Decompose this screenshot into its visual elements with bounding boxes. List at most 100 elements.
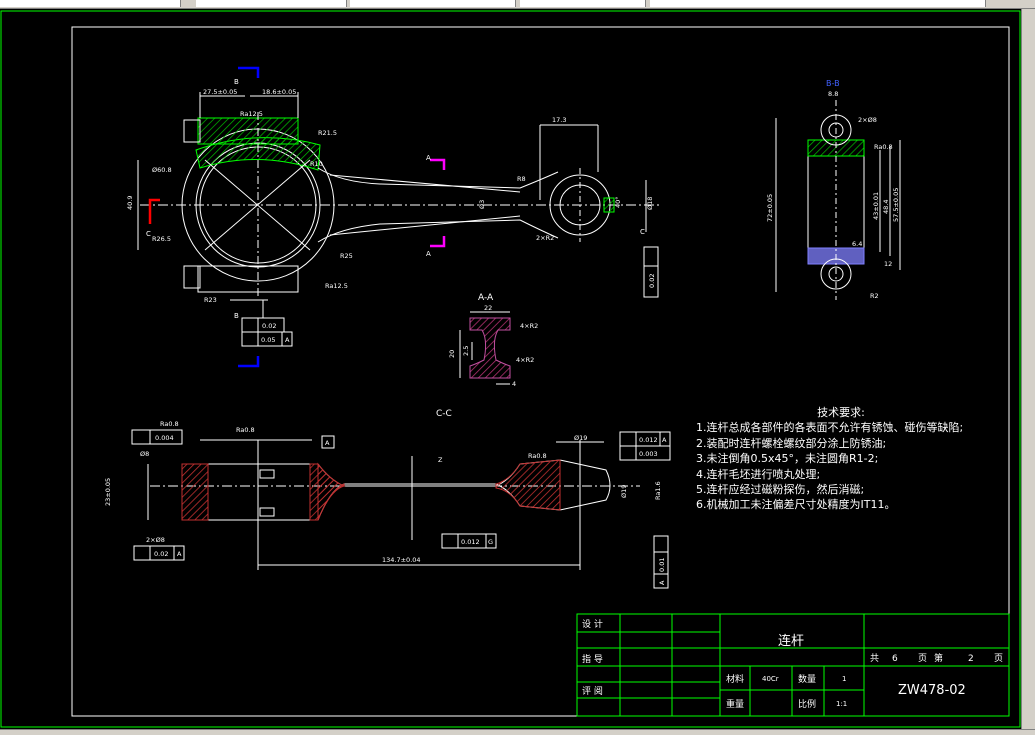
drawing-number: ZW478-02: [898, 683, 966, 698]
roughness-text: Ra12.5: [240, 110, 263, 118]
title-row-label: 指 导: [582, 653, 603, 665]
notes-title: 技术要求:: [817, 406, 865, 419]
dim-text: 2×R2: [536, 234, 554, 242]
section-markers: [148, 66, 446, 368]
dim-text: R2: [870, 292, 879, 300]
dim-text: 22: [484, 304, 492, 312]
main-view-labels: 27.5±0.05 18.6±0.05 R21.5 R10 R26.5 R23 …: [126, 78, 656, 344]
status-strip: [0, 729, 1035, 735]
dim-text: 2×Ø8: [858, 116, 877, 124]
dim-text: 40.9: [126, 196, 134, 210]
tolerance-value: 0.05: [261, 336, 275, 344]
dim-text: Ø60.8: [152, 166, 172, 174]
part-name: 连杆: [778, 633, 804, 649]
dim-text: 2.5: [462, 346, 470, 356]
technical-notes: 技术要求: 1.连杆总成各部件的各表面不允许有锈蚀、碰伤等缺陷; 2.装配时连杆…: [696, 405, 1026, 513]
weight-label: 重量: [726, 698, 744, 710]
dim-text: Z: [438, 456, 443, 464]
material-value: 40Cr: [762, 675, 779, 683]
scale-value: 1:1: [836, 700, 847, 708]
roughness-text: Ra0.8: [160, 420, 179, 428]
total-pages: 6: [892, 654, 898, 664]
note-line: 3.未注倒角0.5x45°，未注圆角R1-2;: [696, 452, 879, 466]
page-unit: 页: [994, 653, 1003, 664]
view-title: A-A: [478, 293, 494, 303]
roughness-text: Ra12.5: [325, 282, 348, 290]
dim-text: R10: [310, 160, 323, 168]
tolerance-value: 0.02: [648, 274, 656, 288]
dim-text: R8: [517, 175, 526, 183]
sheet-frame: [71, 26, 1010, 717]
tolerance-value: 0.02: [154, 550, 168, 558]
qty-value: 1: [842, 675, 846, 683]
dim-text: R26.5: [152, 235, 171, 243]
dim-text: 23±0.05: [104, 478, 112, 506]
dim-text: 8.8: [828, 90, 838, 98]
note-line: 5.连杆应经过磁粉探伤，然后消磁;: [696, 483, 865, 497]
section-letter: B: [234, 312, 239, 320]
view-title: C-C: [436, 409, 452, 419]
section-aa: A-A 22 4×R2 20 2.5 4×R2 4: [448, 293, 538, 388]
datum-letter: A: [658, 580, 666, 585]
sheet-number: 2: [968, 654, 974, 664]
section-letter: A: [426, 250, 431, 258]
toolbar-field[interactable]: [196, 0, 347, 7]
title-row-label: 设 计: [582, 618, 603, 630]
window-toolbar-strip: [0, 0, 1035, 9]
dim-text: 4×R2: [516, 356, 534, 364]
page-unit: 页: [918, 653, 927, 664]
dim-text: 20: [448, 350, 456, 358]
dim-text: Ø18: [646, 197, 654, 210]
dim-text: 48.4: [882, 200, 890, 214]
dim-text: 4: [512, 380, 516, 388]
note-line: 1.连杆总成各部件的各表面不允许有锈蚀、碰伤等缺陷;: [696, 421, 964, 435]
tolerance-value: 0.02: [262, 322, 276, 330]
total-pages-label: 共: [870, 653, 879, 664]
dim-text: 2×Ø8: [146, 536, 165, 544]
dim-text: 18.6±0.05: [262, 88, 296, 96]
drawing-canvas[interactable]: 27.5±0.05 18.6±0.05 R21.5 R10 R26.5 R23 …: [0, 9, 1021, 729]
section-cc: C-C Ra0.8 0.004 A Ra0.8 Ø8 23±0.05 2×Ø8 …: [104, 409, 671, 589]
title-block-text: 设 计 指 导 评 阅 连杆 材料 40Cr 数量 1 重量 比例 1:1 共 …: [582, 618, 1003, 710]
vertical-scrollbar[interactable]: [1021, 9, 1035, 729]
roughness-text: Ra0.8: [528, 452, 547, 460]
roughness-text: Ra0.8: [874, 143, 893, 151]
dim-text: 17.3: [552, 116, 566, 124]
dim-text: 43±0.01: [872, 192, 880, 220]
roughness-text: Ra1.6: [654, 481, 662, 500]
dim-text: R25: [340, 252, 353, 260]
note-line: 4.连杆毛坯进行喷丸处理;: [696, 467, 821, 481]
dim-text: R23: [204, 296, 217, 304]
drawing-sheet: 27.5±0.05 18.6±0.05 R21.5 R10 R26.5 R23 …: [0, 10, 1021, 728]
dim-text: 134.7±0.04: [382, 556, 421, 564]
dim-text: Ø19: [574, 434, 587, 442]
dim-text: 12: [884, 260, 892, 268]
toolbar-field[interactable]: [650, 0, 986, 7]
dim-text: 6.4: [852, 240, 862, 248]
dim-text: 27.5±0.05: [203, 88, 237, 96]
tolerance-value: 0.012: [461, 538, 480, 546]
dim-text: 4×R2: [520, 322, 538, 330]
toolbar-field[interactable]: [350, 0, 516, 7]
toolbar-field[interactable]: [0, 0, 181, 7]
datum-letter: A: [177, 550, 182, 558]
dim-text: Ra0.8: [236, 426, 255, 434]
title-row-label: 评 阅: [582, 686, 603, 697]
datum-letter: A: [662, 436, 667, 444]
sheet-outer-border: [0, 10, 1021, 728]
dim-text: R21.5: [318, 129, 337, 137]
dim-text: Ø8: [140, 450, 149, 458]
qty-label: 数量: [798, 673, 816, 685]
dim-text: 57.5±0.05: [892, 188, 900, 222]
toolbar-field[interactable]: [520, 0, 646, 7]
datum-letter: G: [488, 538, 493, 546]
dim-text: Ø3: [478, 200, 486, 209]
main-view: [137, 92, 660, 347]
dim-text: 72±0.05: [766, 194, 774, 222]
sheet-label: 第: [934, 652, 943, 664]
section-letter: C: [640, 228, 645, 236]
section-letter: C: [146, 230, 151, 238]
tolerance-value: 0.004: [155, 434, 174, 442]
datum-letter: A: [325, 439, 330, 447]
dim-text: 40°: [614, 196, 622, 208]
